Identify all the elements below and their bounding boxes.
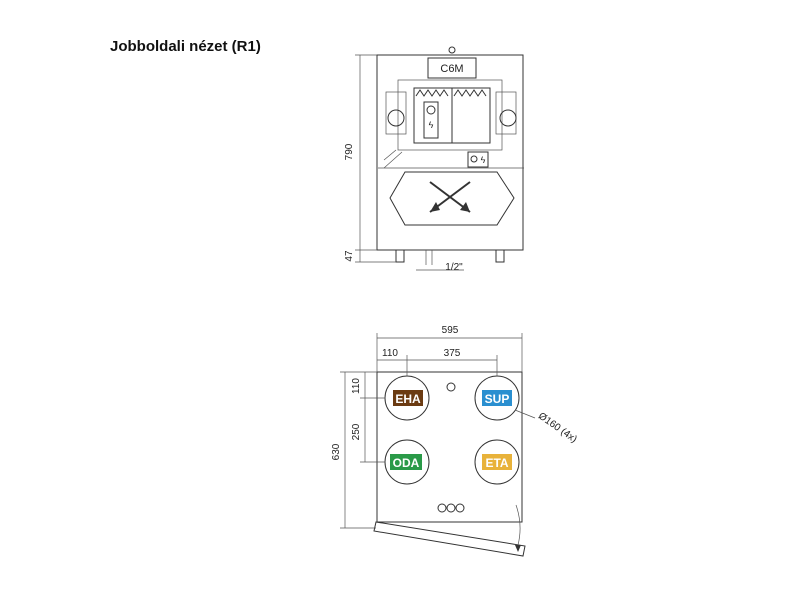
unit-housing — [376, 54, 524, 251]
fan-right-icon — [499, 109, 517, 127]
zigzag-left — [415, 89, 449, 97]
fan-module-right — [451, 87, 491, 144]
controller-box — [427, 57, 477, 79]
lightning-icon: ϟ — [429, 120, 434, 130]
port-oda-label: ODA — [393, 456, 420, 470]
hatch-line — [383, 151, 403, 169]
port-sup-label: SUP — [485, 392, 510, 406]
zigzag-right — [453, 89, 487, 97]
top-lug — [448, 46, 456, 54]
ground-symbol-small-icon — [470, 155, 478, 163]
port-eta — [474, 439, 520, 485]
arrow-head-icon — [515, 545, 521, 552]
inner-frame — [397, 79, 503, 151]
foot-right — [495, 249, 505, 263]
port-sup-badge — [482, 390, 512, 406]
dim-width-label: 595 — [442, 325, 459, 336]
dim-depth-label: 630 — [331, 443, 342, 460]
unit-bottom-outline — [376, 371, 523, 523]
fan-left-icon — [387, 109, 405, 127]
arrow-head-icon — [460, 202, 470, 212]
page-title: Jobboldali nézet (R1) — [110, 38, 261, 55]
lightning-small-icon: ϟ — [481, 155, 486, 165]
small-port — [455, 503, 465, 513]
dim-leader — [514, 409, 536, 419]
ground-symbol-icon — [426, 105, 436, 115]
side-bracket-right — [495, 91, 517, 135]
dim-left-offset-label: 110 — [382, 348, 398, 359]
port-eta-badge — [482, 454, 512, 470]
dim-feet-label: 47 — [344, 250, 355, 262]
small-port — [446, 382, 456, 392]
dim-height-label: 790 — [344, 143, 355, 160]
door-panel — [373, 521, 526, 557]
top-view: C6M ϟ ϟ — [344, 46, 524, 273]
port-eta-label: ETA — [485, 456, 508, 470]
port-oda-badge — [390, 454, 422, 470]
hatch-line — [383, 149, 397, 161]
arrow-head-icon — [430, 202, 440, 212]
dim-diameter-label: Ø160 (4x) — [536, 411, 579, 446]
dim-port-spacing-label: 375 — [444, 348, 461, 359]
terminal-block — [423, 101, 439, 139]
side-bracket-left — [385, 91, 407, 135]
bottom-view: EHA SUP ODA ETA 595 110 375 110 250 630 — [331, 325, 579, 557]
small-port — [446, 503, 456, 513]
dim-drain-label: 1/2" — [445, 262, 463, 273]
dim-port-vertical-label: 250 — [351, 423, 362, 440]
port-eha-label: EHA — [395, 392, 421, 406]
door-swing-arc — [515, 504, 521, 546]
port-eha-badge — [393, 390, 423, 406]
fan-module-left — [413, 87, 453, 144]
foot-left — [395, 249, 405, 263]
dim-top-offset-label: 110 — [351, 378, 362, 394]
unit-model-label: C6M — [440, 63, 463, 75]
heat-exchanger — [389, 171, 515, 226]
small-port — [437, 503, 447, 513]
electrical-box — [467, 151, 489, 168]
